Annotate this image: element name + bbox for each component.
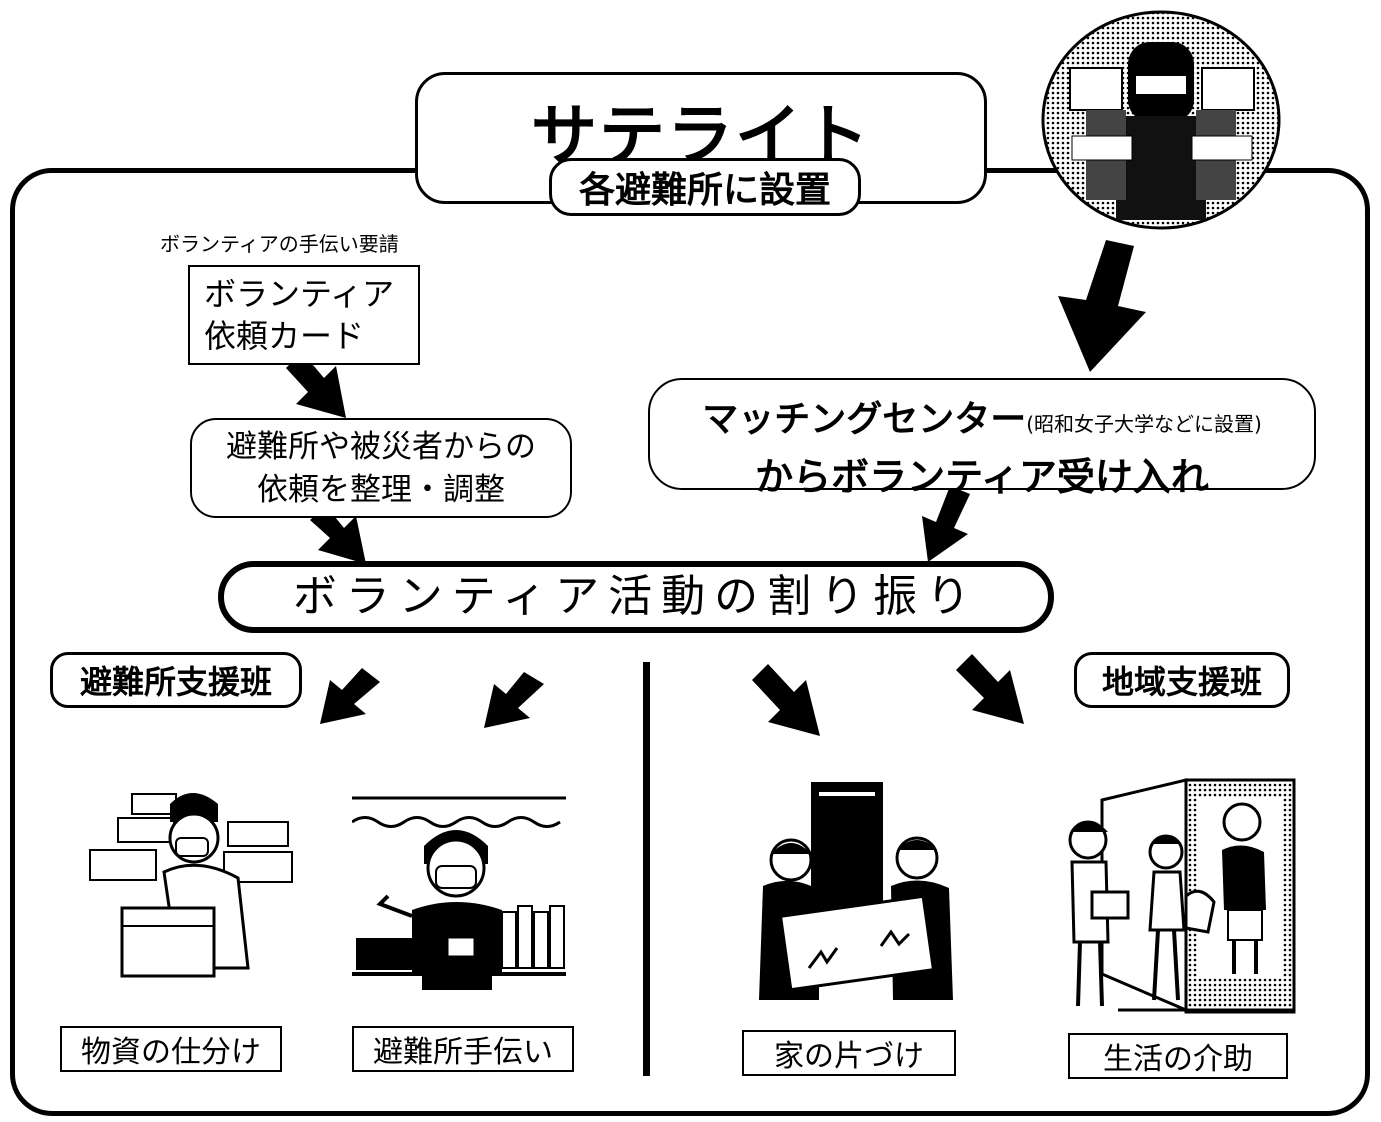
matching-to-allocation-arrow — [922, 486, 970, 562]
matching-center-name: マッチングセンター — [702, 399, 1027, 440]
organize-line: 依頼を整理・調整 — [257, 472, 505, 508]
house-cleanup-illustration-icon — [759, 782, 953, 1000]
arrow-to-shelter-help — [484, 672, 544, 728]
matching-center-title: マッチングセンター(昭和女子大学などに設置) — [650, 390, 1314, 442]
request-card-line: 依頼カード — [204, 317, 365, 355]
request-label: ボランティアの手伝い要請 — [160, 232, 399, 256]
task-shelter-help: 避難所手伝い — [352, 1026, 574, 1072]
shelter-support-team: 避難所支援班 — [50, 652, 302, 708]
community-support-team: 地域支援班 — [1074, 652, 1290, 708]
arrow-to-house-cleanup — [752, 664, 820, 736]
organize-line: 避難所や被災者からの — [226, 429, 536, 465]
task-house-cleanup: 家の片づけ — [742, 1030, 956, 1076]
request-card-box: ボランティア 依頼カード — [188, 265, 420, 365]
organize-box: 避難所や被災者からの 依頼を整理・調整 — [190, 418, 572, 518]
allocation-box: ボランティア活動の割り振り — [218, 561, 1054, 633]
team-divider — [643, 662, 650, 1076]
card-to-organize-arrow — [286, 352, 346, 418]
matching-center-subtitle: からボランティア受け入れ — [755, 455, 1209, 499]
matching-center-location: (昭和女子大学などに設置) — [1026, 412, 1262, 436]
matching-center-box: マッチングセンター(昭和女子大学などに設置) からボランティア受け入れ — [648, 378, 1316, 499]
shelter-help-illustration-icon — [352, 796, 566, 990]
task-supplies-sorting: 物資の仕分け — [60, 1026, 282, 1072]
request-card-line: ボランティア — [204, 275, 395, 313]
arrow-to-supplies — [320, 668, 380, 724]
task-daily-care: 生活の介助 — [1068, 1033, 1288, 1079]
photo-to-matching-arrow — [1058, 240, 1146, 372]
arrow-to-daily-care — [956, 654, 1024, 724]
supplies-sorting-illustration-icon — [89, 793, 293, 978]
subtitle-badge: 各避難所に設置 — [549, 158, 861, 216]
daily-care-illustration-icon — [1068, 778, 1296, 1014]
volunteers-photo-icon — [1041, 10, 1281, 230]
organize-to-allocation-arrow — [310, 506, 366, 564]
